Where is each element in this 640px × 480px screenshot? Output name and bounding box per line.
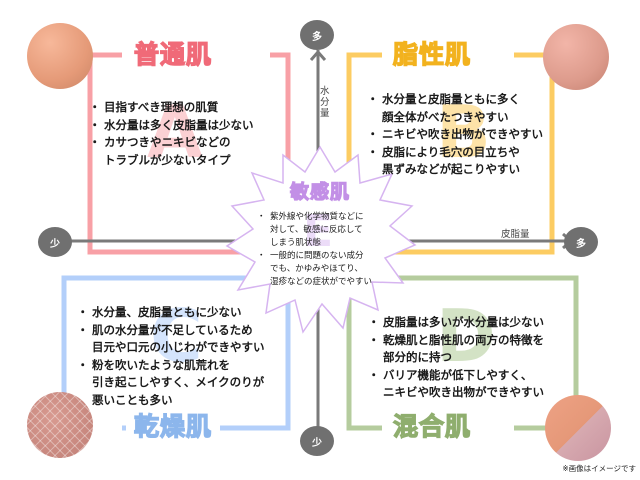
vertical-axis-label: 水分量	[320, 86, 330, 119]
horizontal-axis-label: 皮脂量	[501, 229, 530, 240]
bullet: 水分量と皮脂量ともに多く 顔全体がべたつきやすい	[367, 91, 543, 126]
vertical-axis-bottom-badge: 少	[300, 426, 334, 456]
oily-bullets: 水分量と皮脂量ともに多く 顔全体がべたつきやすい ニキビや吹き出物ができやすい …	[367, 91, 543, 179]
bullet: 乾燥肌と脂性肌の両方の特徴を 部分的に持つ	[368, 332, 544, 367]
sensitive-title: 敏感肌	[289, 181, 351, 203]
combination-skin-photo	[545, 395, 611, 461]
bullet: 水分量、皮脂量ともに少ない	[77, 304, 265, 322]
bullet: 粉を吹いたような肌荒れを 引き起こしやすく、メイクのりが 悪いことも多い	[77, 357, 265, 410]
normal-skin-photo	[27, 23, 93, 89]
oily-skin-photo	[543, 24, 609, 90]
bullet: 一般的に問題のない成分 でも、かゆみやほてり、 湿疹などの症状がでやすい	[257, 250, 372, 289]
bullet: 皮脂量は多いが水分量は少ない	[368, 314, 544, 332]
vertical-axis-arrowhead	[309, 49, 327, 61]
bullet: 目指すべき理想の肌質	[89, 99, 254, 117]
vertical-axis-top-badge: 多	[300, 20, 334, 50]
normal-bullets: 目指すべき理想の肌質 水分量は多く皮脂量は少ない カサつきやニキビなどの トラブ…	[89, 99, 254, 169]
sensitive-bullets: 紫外線や化学物質などに 対して、敏感に反応して しまう肌状態 一般的に問題のない…	[257, 211, 372, 289]
bullet: 皮脂により毛穴の目立ちや 黒ずみなどが起こりやすい	[367, 144, 543, 179]
combination-title: 混合肌	[385, 413, 480, 440]
combination-bullets: 皮脂量は多いが水分量は少ない 乾燥肌と脂性肌の両方の特徴を 部分的に持つ バリア…	[368, 314, 544, 402]
normal-title: 普通肌	[126, 41, 221, 68]
dry-bullets: 水分量、皮脂量ともに少ない 肌の水分量が不足しているため 目元や口元の小じわがで…	[77, 304, 265, 410]
horizontal-axis-left-badge: 少	[38, 227, 72, 257]
bullet: カサつきやニキビなどの トラブルが少ないタイプ	[89, 134, 254, 169]
bullet: ニキビや吹き出物ができやすい	[367, 126, 543, 144]
bullet: 肌の水分量が不足しているため 目元や口元の小じわができやすい	[77, 322, 264, 357]
bullet: 水分量は多く皮脂量は少ない	[89, 117, 253, 135]
horizontal-axis-right-badge: 多	[564, 227, 598, 257]
footnote: ※画像はイメージです	[562, 464, 636, 473]
oily-title: 脂性肌	[385, 41, 480, 68]
bullet: 紫外線や化学物質などに 対して、敏感に反応して しまう肌状態	[257, 211, 372, 250]
dry-title: 乾燥肌	[126, 413, 221, 440]
bullet: バリア機能が低下しやすく、 ニキビや吹き出物ができやすい	[368, 367, 544, 402]
